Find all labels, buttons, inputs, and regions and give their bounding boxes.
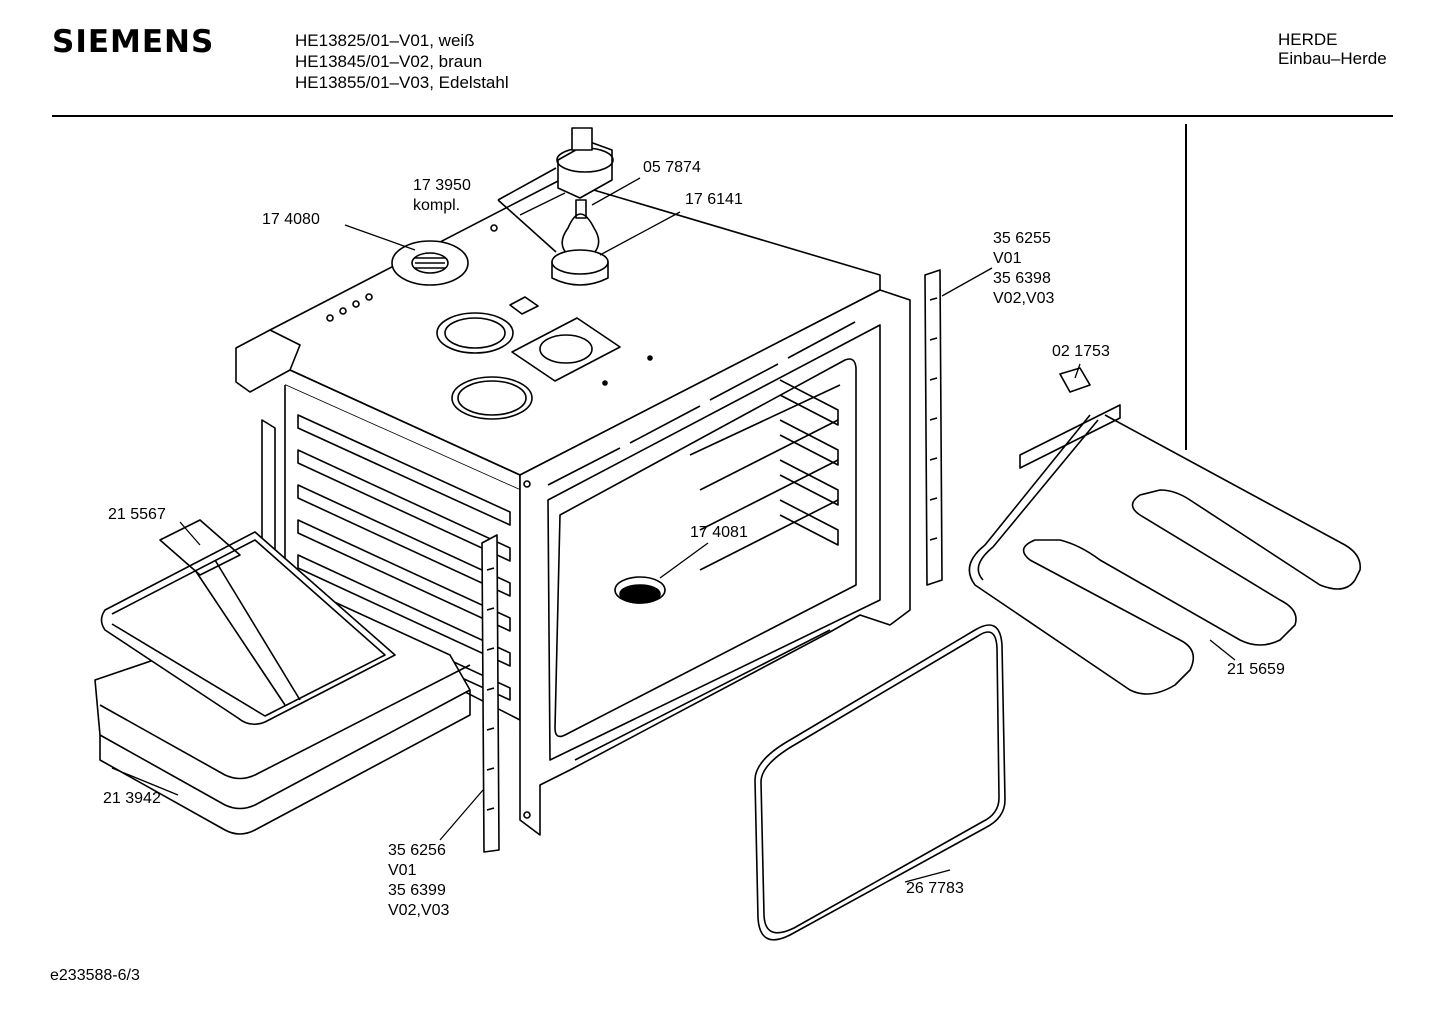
category-subtitle: Einbau–Herde	[1278, 49, 1387, 68]
thermostat-cover	[391, 240, 469, 286]
part-label-267783: 26 7783	[906, 879, 964, 899]
part-note: kompl.	[413, 197, 461, 214]
part-number: 05 7874	[643, 159, 701, 176]
part-label-173950: 17 3950 kompl.	[413, 176, 471, 216]
part-number: 35 6255	[993, 230, 1051, 247]
drawing-code: e233588-6/3	[50, 967, 140, 984]
model-list: HE13825/01–V01, weiß HE13845/01–V02, bra…	[295, 30, 509, 93]
part-label-174081: 17 4081	[690, 523, 748, 543]
lamp-socket-assembly	[497, 127, 614, 286]
part-variant: V02,V03	[388, 902, 450, 919]
model-line-1: HE13825/01–V01, weiß	[295, 31, 475, 50]
door-seal	[754, 624, 1006, 941]
part-number: 17 4081	[690, 524, 748, 541]
part-number: 35 6399	[388, 882, 446, 899]
vertical-divider	[1185, 124, 1187, 450]
part-label-213942: 21 3942	[103, 789, 161, 809]
header-divider	[52, 115, 1393, 117]
part-label-174080: 17 4080	[262, 210, 320, 230]
part-label-215659: 21 5659	[1227, 660, 1285, 680]
part-number: 17 4080	[262, 211, 320, 228]
part-label-215567: 21 5567	[108, 505, 166, 525]
model-line-3: HE13855/01–V03, Edelstahl	[295, 73, 509, 92]
side-rail-left	[481, 534, 500, 853]
part-number: 21 5567	[108, 506, 166, 523]
part-label-356255: 35 6255 V01 35 6398 V02,V03	[993, 229, 1054, 309]
part-number: 35 6256	[388, 842, 446, 859]
part-number: 21 3942	[103, 790, 161, 807]
part-number: 02 1753	[1052, 343, 1110, 360]
category: HERDE Einbau–Herde	[1278, 30, 1387, 68]
front-frame	[519, 289, 911, 836]
part-number: 17 3950	[413, 177, 471, 194]
part-number: 21 5659	[1227, 661, 1285, 678]
part-variant: V01	[993, 250, 1022, 267]
grill-element	[968, 367, 1362, 695]
part-variant: V01	[388, 862, 417, 879]
lamp-cover	[614, 576, 666, 604]
part-label-021753: 02 1753	[1052, 342, 1110, 362]
leader-lines	[111, 177, 1236, 883]
part-label-057874: 05 7874	[643, 158, 701, 178]
part-label-356256: 35 6256 V01 35 6399 V02,V03	[388, 841, 449, 921]
brand-logo: SIEMENS	[52, 24, 215, 60]
part-number: 26 7783	[906, 880, 964, 897]
part-number: 17 6141	[685, 191, 743, 208]
category-title: HERDE	[1278, 30, 1338, 49]
part-label-176141: 17 6141	[685, 190, 743, 210]
part-variant: V02,V03	[993, 290, 1055, 307]
model-line-2: HE13845/01–V02, braun	[295, 52, 483, 71]
grid-shelf	[100, 519, 396, 726]
side-rail-right	[924, 269, 943, 586]
part-number: 35 6398	[993, 270, 1051, 287]
